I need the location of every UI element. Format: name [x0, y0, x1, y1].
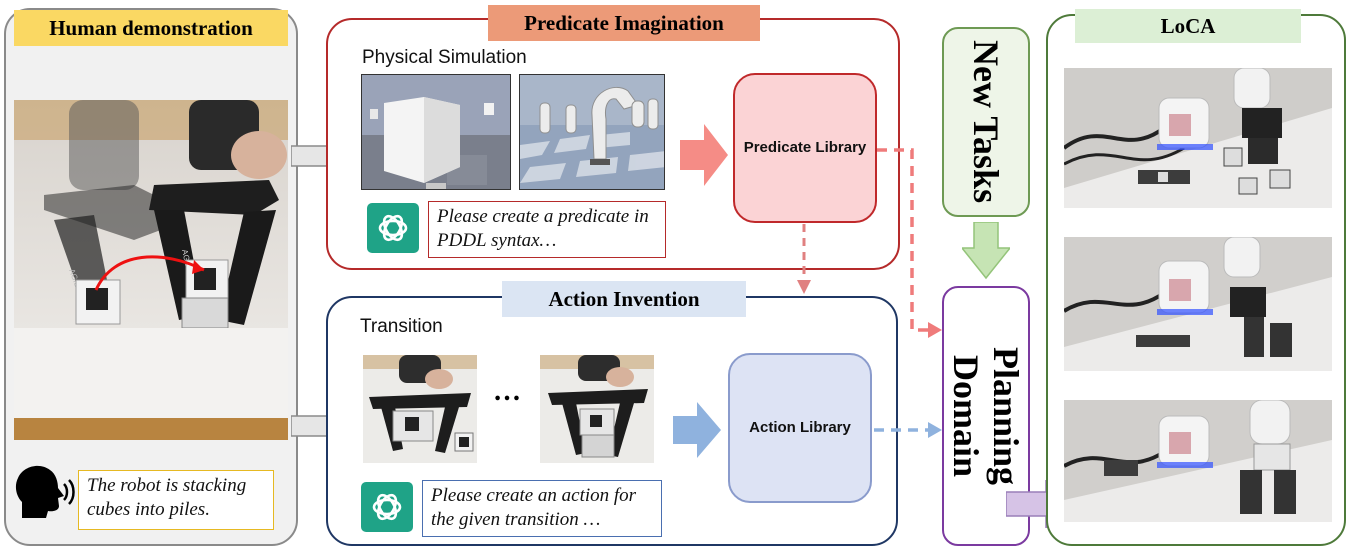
action-to-domain-connector: [874, 422, 942, 438]
action-prompt: Please create an action for the given tr…: [422, 480, 662, 537]
human-demonstration-title: Human demonstration: [14, 10, 288, 46]
transition-ellipsis: …: [493, 376, 521, 407]
loca-title: LoCA: [1075, 9, 1301, 43]
new-tasks-to-domain-arrow: [960, 221, 1012, 280]
simulation-image-cube: [361, 74, 511, 190]
speech-bubble: The robot is stacking cubes into piles.: [78, 470, 274, 530]
predicate-to-action-connector: [797, 224, 811, 294]
new-tasks-label: New Tasks: [966, 40, 1006, 204]
simulation-image-robots: [519, 74, 665, 190]
loca-result-photo-1: [1064, 68, 1332, 208]
action-library-box: Action Library: [728, 353, 872, 503]
action-invention-title: Action Invention: [502, 281, 746, 317]
transition-label: Transition: [360, 316, 443, 337]
new-tasks-box: New Tasks: [942, 27, 1030, 217]
human-demo-photo: AGILE AGILE X: [14, 100, 288, 440]
loca-result-photo-3: [1064, 400, 1332, 522]
predicate-to-domain-connector: [877, 148, 942, 338]
to-action-library-arrow: [673, 402, 723, 458]
predicate-library-box: Predicate Library: [733, 73, 877, 223]
loca-result-photo-2: [1064, 237, 1332, 371]
predicate-prompt: Please create a predicate in PDDL syntax…: [428, 201, 666, 258]
predicate-imagination-title: Predicate Imagination: [488, 5, 760, 41]
speaking-head-icon: [14, 462, 78, 522]
transition-image-after: [540, 355, 654, 463]
planning-domain-label: Planning Domain: [946, 346, 1026, 486]
transition-image-before: [363, 355, 477, 463]
chatgpt-icon: [361, 482, 413, 532]
physical-simulation-label: Physical Simulation: [362, 47, 527, 68]
chatgpt-icon: [367, 203, 419, 253]
to-predicate-library-arrow: [680, 124, 730, 186]
